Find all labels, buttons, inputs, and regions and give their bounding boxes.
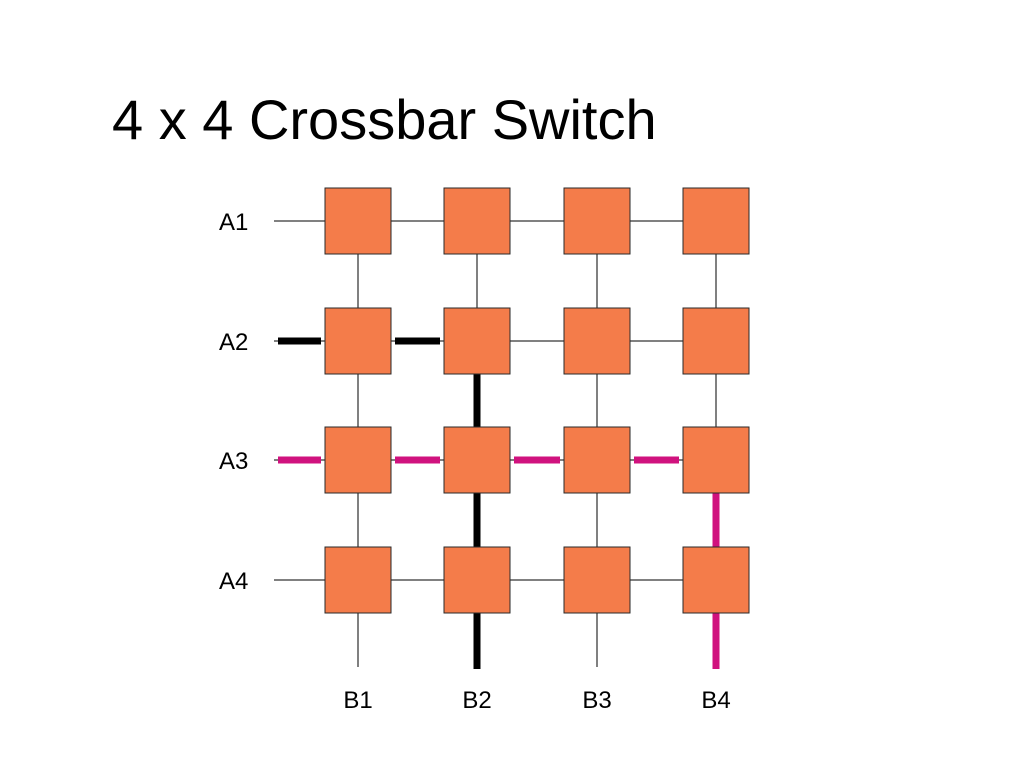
crosspoint-a3-b3 [563, 426, 631, 494]
row-label-a3: A3 [219, 448, 248, 475]
crosspoint-a3-b2 [443, 426, 511, 494]
crosspoint-a4-b4 [682, 546, 750, 614]
column-label-b4: B4 [701, 687, 730, 714]
crosspoint-a3-b4 [682, 426, 750, 494]
crosspoint-a1-b2 [443, 187, 511, 255]
column-label-b1: B1 [343, 687, 372, 714]
crosspoint-a1-b3 [563, 187, 631, 255]
crosspoint-a4-b3 [563, 546, 631, 614]
crosspoint-a1-b1 [324, 187, 392, 255]
row-label-a4: A4 [219, 568, 248, 595]
crosspoint-a2-b4 [682, 307, 750, 375]
row-label-a1: A1 [219, 209, 248, 236]
crosspoint-a4-b1 [324, 546, 392, 614]
column-label-b2: B2 [462, 687, 491, 714]
column-label-b3: B3 [582, 687, 611, 714]
crosspoint-a4-b2 [443, 546, 511, 614]
crosspoint-a3-b1 [324, 426, 392, 494]
crosspoint-a2-b1 [324, 307, 392, 375]
slide-title: 4 x 4 Crossbar Switch [112, 88, 657, 151]
crosspoint-a2-b2 [443, 307, 511, 375]
row-label-a2: A2 [219, 329, 248, 356]
crosspoint-a2-b3 [563, 307, 631, 375]
crosspoint-a1-b4 [682, 187, 750, 255]
